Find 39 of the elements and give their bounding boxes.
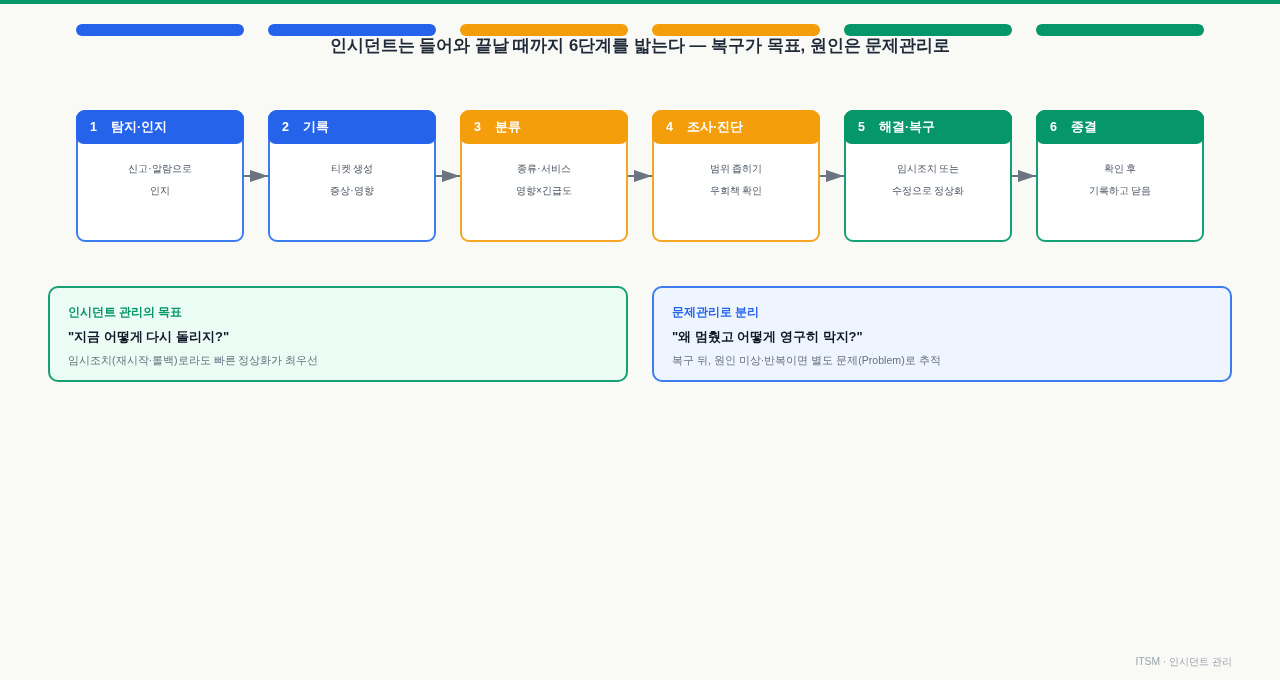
arrow	[243, 170, 269, 182]
info-panel	[652, 286, 1232, 382]
panel-quote: "지금 어떻게 다시 돌리지?"	[68, 328, 230, 346]
step-description: 종류·서비스 영향×긴급도	[515, 162, 573, 198]
step-title: 해결·복구	[878, 119, 936, 135]
step-title: 기록	[302, 119, 329, 135]
arrow	[627, 170, 653, 182]
step-title: 탐지·인지	[110, 119, 168, 135]
arrow	[819, 170, 845, 182]
panel-heading: 인시던트 관리의 목표	[68, 304, 183, 320]
arrow	[435, 170, 461, 182]
step-number: 6	[1050, 119, 1057, 135]
step-description: 임시조치 또는 수정으로 정상화	[890, 162, 966, 198]
step-description: 확인 후 기록하고 닫음	[1087, 162, 1153, 198]
step-title: 분류	[494, 119, 521, 135]
step-card	[460, 110, 628, 242]
arrow	[1011, 170, 1037, 182]
step-card	[268, 110, 436, 242]
step-card	[76, 110, 244, 242]
step-title: 조사·진단	[686, 119, 744, 135]
step-description: 신고·알람으로 인지	[127, 162, 193, 198]
panel-heading: 문제관리로 분리	[672, 304, 760, 320]
step-number: 3	[474, 119, 481, 135]
info-panel	[48, 286, 628, 382]
panel-quote: "왜 멈췄고 어떻게 영구히 막지?"	[672, 328, 863, 346]
panel-description: 복구 뒤, 원인 미상·반복이면 별도 문제(Problem)로 추적	[672, 353, 941, 368]
step-number: 1	[90, 119, 97, 135]
step-number: 5	[858, 119, 865, 135]
step-card	[1036, 110, 1204, 242]
step-title: 종결	[1070, 119, 1097, 135]
panel-description: 임시조치(재시작·롤백)로라도 빠른 정상화가 최우선	[68, 353, 319, 368]
step-card	[844, 110, 1012, 242]
step-description: 범위 좁히기 우회책 확인	[708, 162, 764, 198]
diagram-title: 인시던트는 들어와 끝날 때까지 6단계를 밟는다 — 복구가 목표, 원인은 문제관리로	[329, 36, 951, 56]
step-number: 4	[666, 119, 673, 135]
step-card	[652, 110, 820, 242]
step-description: 티켓 생성 증상·영향	[329, 162, 375, 198]
footer-note: ITSM · 인시던트 관리	[1135, 655, 1232, 668]
step-number: 2	[282, 119, 289, 135]
